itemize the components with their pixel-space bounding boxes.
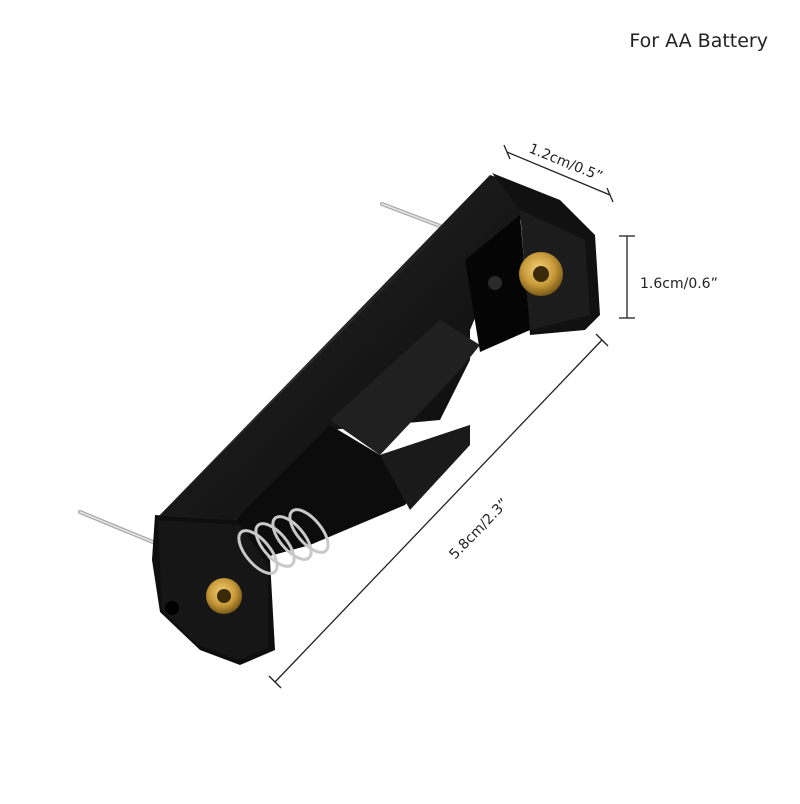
dimension-height-label: 1.6cm/0.6” — [640, 276, 718, 292]
caption-text: For AA Battery — [629, 30, 768, 52]
contact-rivet-far — [488, 252, 563, 296]
dimension-length-label: 5.8cm/2.3” — [446, 496, 512, 563]
spring-contact — [237, 508, 330, 575]
dimension-height: 1.6cm/0.6” — [619, 235, 718, 319]
dimension-width-label: 1.2cm/0.5” — [527, 141, 605, 185]
pin-top — [380, 202, 442, 228]
pin-bottom — [78, 510, 162, 547]
contact-rivet-near — [206, 578, 242, 614]
